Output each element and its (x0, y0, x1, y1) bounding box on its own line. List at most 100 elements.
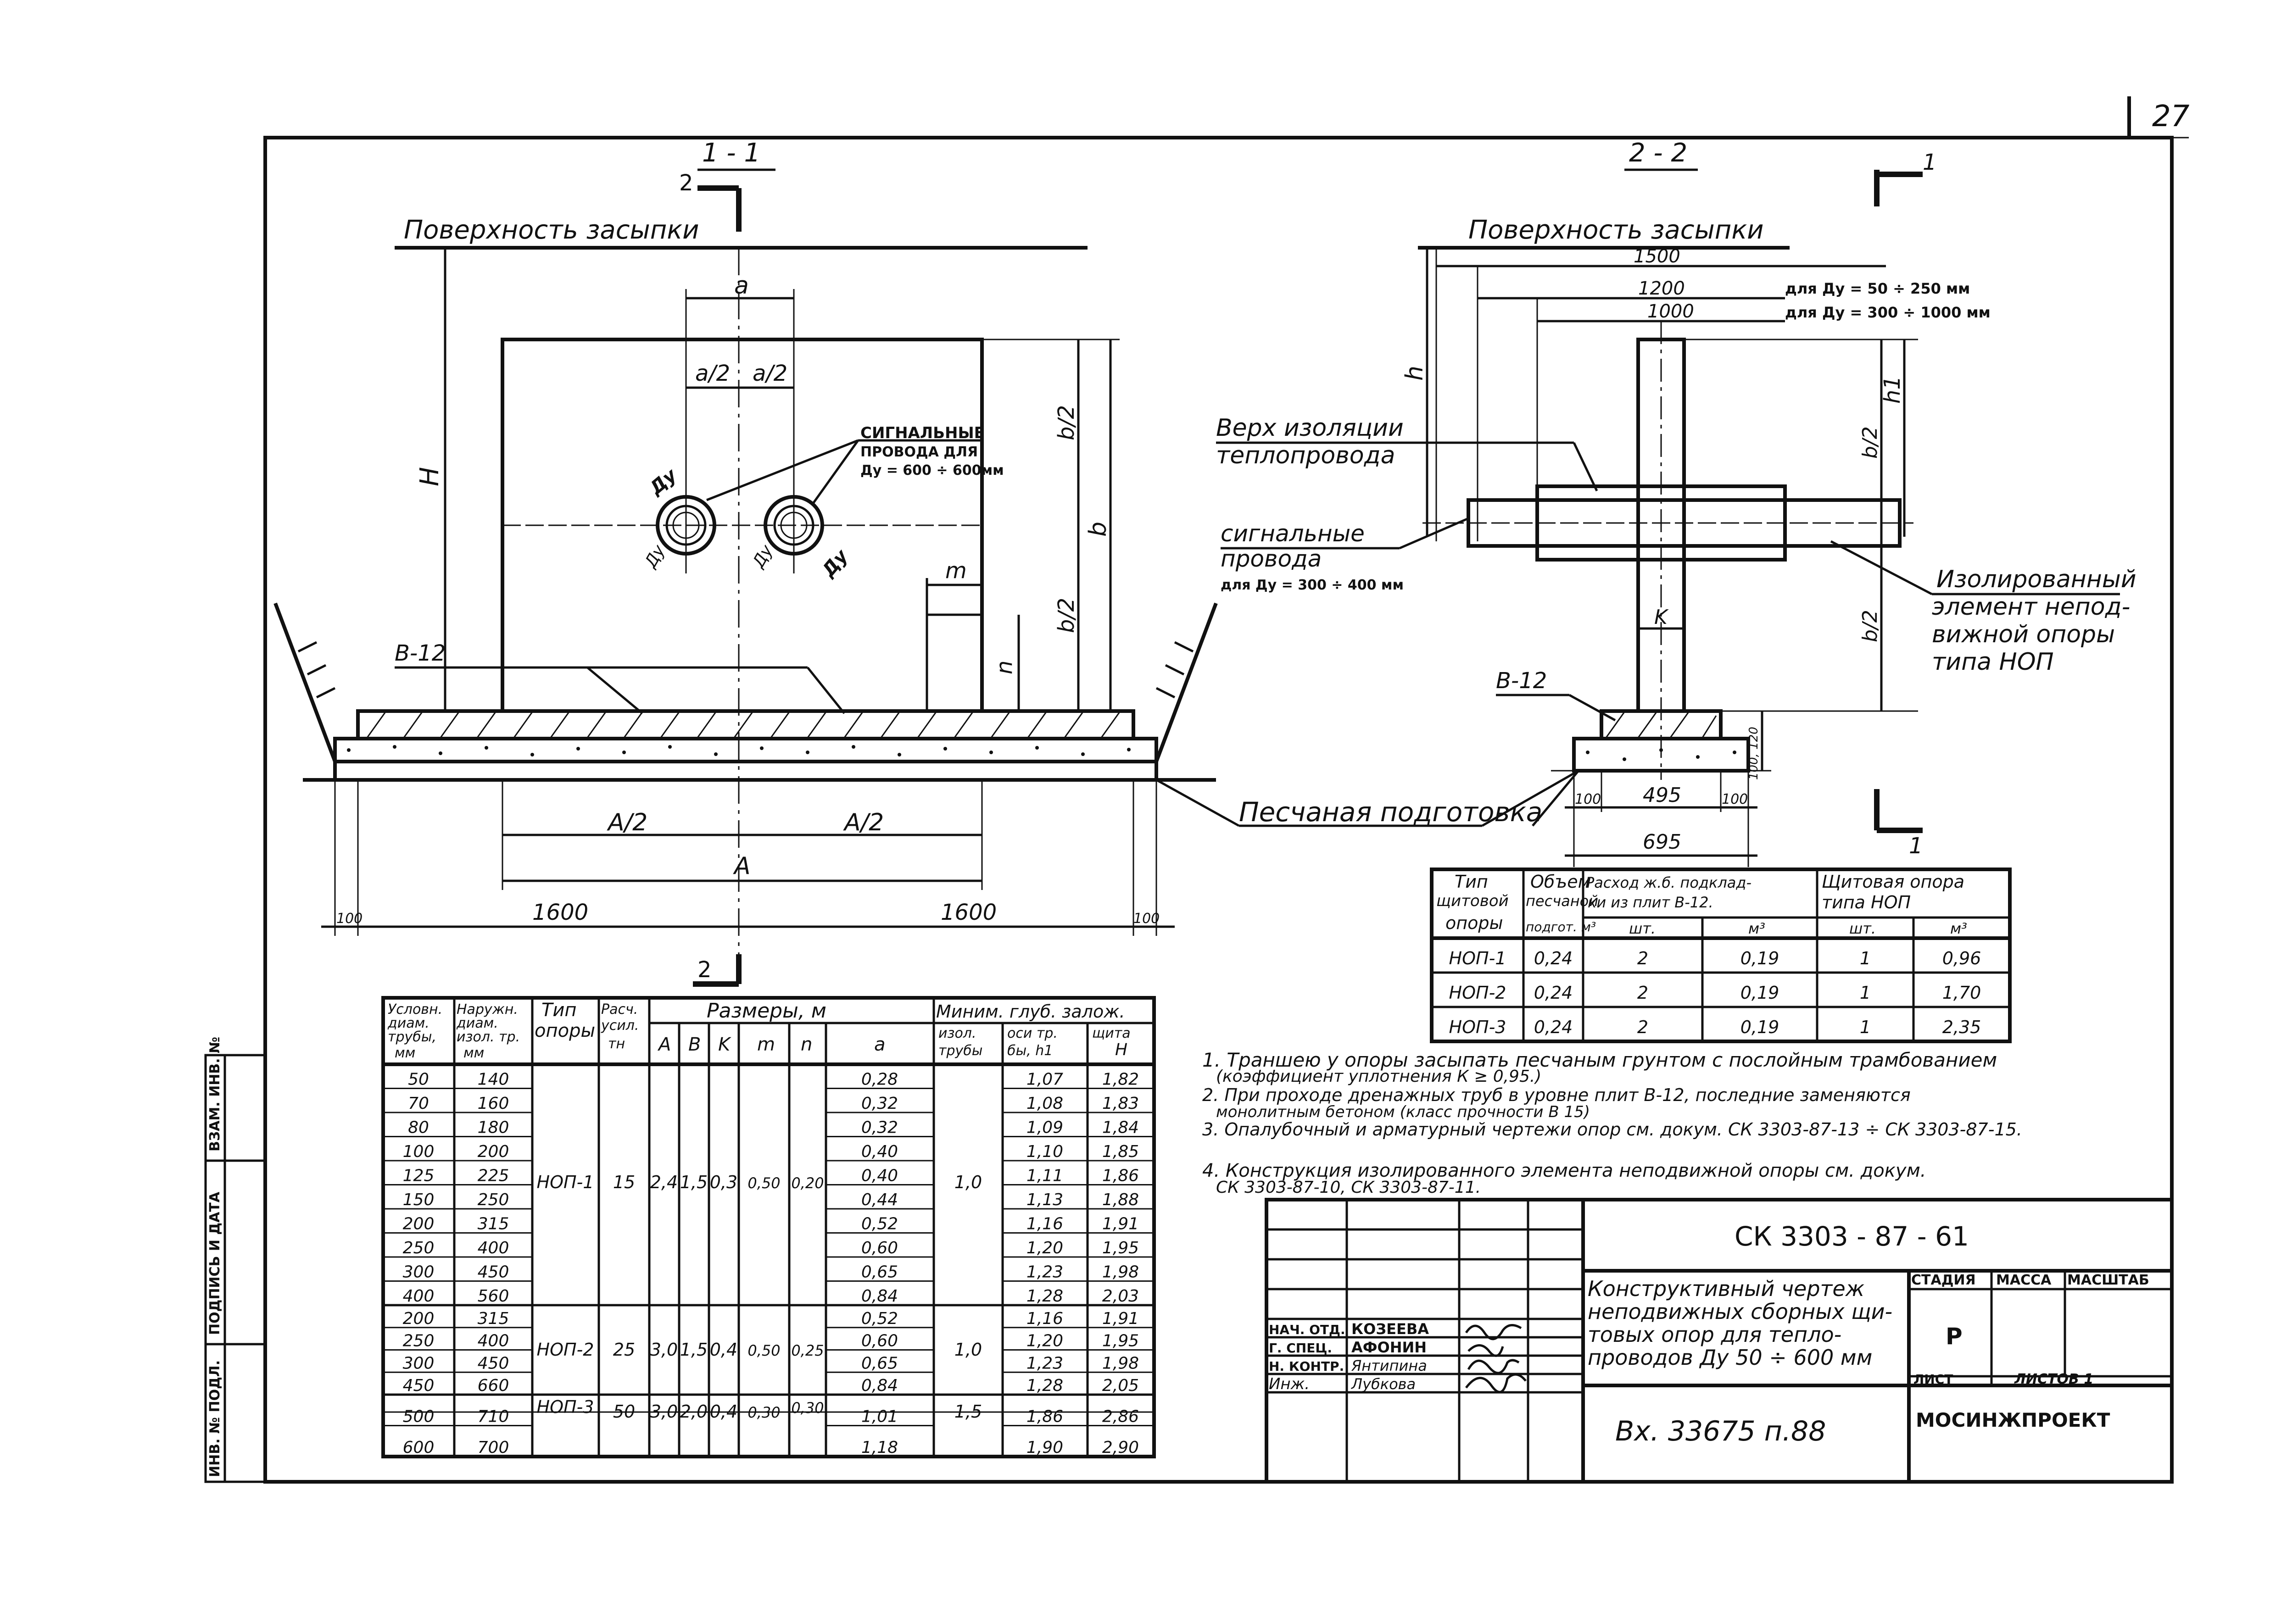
cut-mark-right-bottom: 1 (1909, 833, 1923, 859)
dim-695: 695 (1643, 830, 1681, 854)
main-table-cell: 2,03 (1102, 1287, 1139, 1306)
st-h1-0: Объем (1530, 872, 1591, 892)
doc-code: СК 3303 - 87 - 61 (1735, 1221, 1969, 1252)
g2-type: НОП-3 (537, 1397, 594, 1417)
sheet-label: ЛИСТ (1913, 1372, 1953, 1387)
dim-1600-right: 1600 (941, 900, 997, 925)
main-table-cell: 1,84 (1102, 1118, 1139, 1137)
th-col3-1: опоры (535, 1020, 595, 1041)
st-sub-3: м³ (1950, 920, 1967, 937)
main-table-cell: 1,28 (1026, 1287, 1063, 1306)
main-table-cell: 500 (403, 1407, 435, 1426)
main-table-cell: 450 (403, 1376, 435, 1395)
note-4b: СК 3303-87-10, СК 3303-87-11. (1216, 1178, 1481, 1197)
main-table-cell: 560 (478, 1287, 509, 1306)
insulation-top-1: Верх изоляции (1216, 414, 1404, 442)
dim-100-r-left: 100 (1575, 791, 1601, 807)
note-3: 3. Опалубочный и арматурный чертежи опор… (1202, 1119, 2022, 1140)
th-col2-3: мм (463, 1045, 484, 1061)
th-col4-1: усил. (601, 1018, 639, 1034)
small-table-cell: 0,24 (1534, 1017, 1573, 1037)
st-sub-2: шт. (1849, 920, 1876, 937)
cut-mark-bottom: 2 (697, 957, 712, 983)
dim-du-right-bottom: Дy (817, 545, 853, 582)
dim-du-range-1: для Дy = 50 ÷ 250 мм (1785, 280, 1970, 297)
signal-right-3: для Дy = 300 ÷ 400 мм (1221, 577, 1404, 593)
main-table-cell: 160 (478, 1094, 509, 1113)
stage-header: СТАДИЯ (1911, 1272, 1976, 1288)
th-col1-3: мм (395, 1045, 415, 1061)
st-sub-0: шт. (1629, 920, 1656, 937)
main-table-cell: 225 (478, 1167, 509, 1185)
sand-prep-label: Песчаная подготовка (1239, 796, 1542, 828)
th-md-0a: изол. (938, 1025, 976, 1041)
insulated-element-4: типа НОП (1932, 648, 2054, 676)
main-table-cell: 0,32 (861, 1094, 898, 1113)
main-table-cell: 1,83 (1102, 1094, 1139, 1113)
dim-b2-r1: b/2 (1858, 426, 1882, 459)
small-table-cell: 2 (1637, 983, 1648, 1003)
small-table-cell: 0,96 (1942, 948, 1981, 968)
dim-1500: 1500 (1634, 246, 1680, 267)
main-table-cell: 2,05 (1102, 1376, 1139, 1395)
dim-a2-left: a/2 (695, 361, 730, 386)
main-table-cell: 0,52 (861, 1215, 898, 1234)
pipe-left: Дy Дy (641, 464, 716, 572)
main-table-cell: 710 (478, 1407, 509, 1426)
stamp: Вх. 33675 п.88 (1615, 1415, 1826, 1447)
g2-B: 2,0 (680, 1402, 708, 1422)
main-table-cell: 100 (403, 1142, 435, 1161)
main-table-cell: 400 (478, 1332, 509, 1351)
main-table-cell: 315 (478, 1309, 509, 1328)
dim-100-right: 100 (1133, 911, 1160, 927)
cut-mark-right-top: 1 (1923, 150, 1937, 175)
main-table-cell: 315 (478, 1215, 509, 1234)
main-table-cell: 0,60 (861, 1239, 898, 1257)
main-table-cell: 200 (478, 1142, 509, 1161)
mass-header: МАССА (1996, 1272, 2052, 1288)
dim-n: n (992, 661, 1017, 674)
th-md-1b: бы, h1 (1007, 1043, 1053, 1059)
note-1b: (коэффициент уплотнения К ≥ 0,95.) (1216, 1067, 1541, 1086)
main-table-cell: 1,23 (1026, 1354, 1063, 1373)
slab-label: В-12 (395, 640, 446, 666)
main-table-cell: 0,32 (861, 1118, 898, 1137)
dim-A2-right: A/2 (843, 809, 884, 836)
st-h3-0: Щитовая опора (1822, 872, 1964, 892)
insulation-top-2: теплопровода (1216, 442, 1395, 469)
small-table-cell: 0,19 (1740, 1017, 1779, 1037)
main-table-cell: 200 (403, 1309, 435, 1328)
dim-1000: 1000 (1647, 301, 1694, 322)
small-table-cell: НОП-2 (1449, 983, 1506, 1003)
main-table-cell: 1,95 (1102, 1332, 1139, 1351)
note-1a: 1. Траншею у опоры засыпать песчаным гру… (1202, 1049, 1997, 1071)
main-table-cell: 450 (478, 1263, 509, 1282)
main-table-cell: 400 (478, 1239, 509, 1257)
main-table-cell: 2,86 (1102, 1407, 1139, 1426)
dim-a2-right: a/2 (753, 361, 787, 386)
main-table-cell: 125 (403, 1167, 435, 1185)
main-table-cell: 0,40 (861, 1142, 898, 1161)
st-h0-2: опоры (1445, 913, 1503, 933)
dim-A2-left: A/2 (607, 809, 647, 836)
side-stamp-sign: ПОДПИСЬ И ДАТА (207, 1191, 223, 1335)
g2-K: 0,4 (710, 1402, 737, 1422)
title-block: СК 3303 - 87 - 61 Конструктивный чертеж … (1265, 1198, 2174, 1484)
main-table-cell: 0,65 (861, 1263, 898, 1282)
th-col1-1: диам. (387, 1015, 430, 1031)
main-table-cell: 1,86 (1026, 1407, 1063, 1426)
th-col1-2: трубы, (388, 1029, 436, 1045)
main-table-cell: 660 (478, 1376, 509, 1395)
main-table-cell: 1,20 (1026, 1239, 1063, 1257)
section-2-2: 2 - 2 1 Поверхность засыпки 1500 1200 дл… (1216, 138, 2136, 867)
slab-label-right: В-12 (1496, 668, 1547, 694)
main-table-cell: 0,60 (861, 1332, 898, 1351)
note-2b: монолитным бетоном (класс прочности В 15… (1216, 1103, 1590, 1121)
th-K: K (718, 1034, 731, 1055)
st-h0-0: Тип (1455, 872, 1488, 892)
pipe-right: Дy Дy (748, 495, 853, 582)
main-table-cell: 250 (403, 1332, 435, 1351)
main-table-cell: 0,84 (861, 1287, 898, 1306)
th-col2-0: Наружн. (457, 1001, 518, 1018)
